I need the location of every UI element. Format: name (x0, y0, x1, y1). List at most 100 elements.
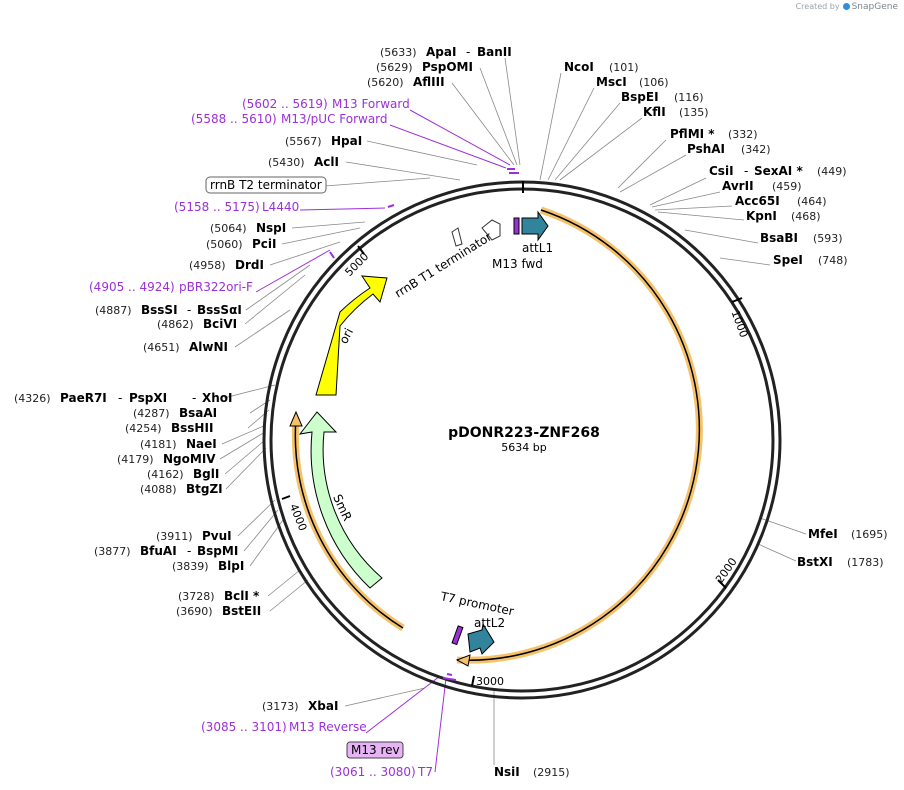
site-pos: (3173) (262, 700, 299, 713)
site-label: HpaI (331, 134, 362, 148)
site-pos: (593) (813, 232, 843, 245)
site-label: BlpI (218, 559, 244, 573)
primer-range: (5158 .. 5175) (174, 200, 260, 214)
site-pos: (3911) (156, 530, 193, 543)
site-label: NaeI (186, 437, 217, 451)
primer-label: L4440 (262, 200, 299, 214)
t7-promoter-label: T7 promoter (438, 589, 515, 618)
site-label: ApaI (426, 45, 456, 59)
site-pos: (135) (679, 106, 709, 119)
primer-range: (4905 .. 4924) (89, 280, 175, 294)
site-sep: - (187, 303, 191, 317)
orf-arrowhead (455, 654, 471, 667)
attl1-arrow (521, 210, 549, 242)
site-pos: (106) (639, 76, 669, 89)
site-label: BciVI (203, 317, 237, 331)
primer-label: T7 (417, 765, 433, 779)
site-label: SexAI * (754, 164, 803, 178)
site-pos: (5633) (380, 46, 417, 59)
ori-arrow (315, 275, 388, 396)
site-pos: (4179) (117, 453, 154, 466)
site-sep: - (192, 391, 196, 405)
leader-lines (219, 57, 807, 765)
site-pos: (1695) (851, 528, 888, 541)
site-pos: (4088) (140, 483, 177, 496)
smr-arrow (298, 411, 383, 589)
tick-marks (281, 181, 743, 687)
snapgene-logo-icon (842, 3, 850, 10)
site-label: NcoI (564, 60, 594, 74)
site-label: BstXI (797, 555, 833, 569)
site-pos: (3728) (178, 590, 215, 603)
primer-range: (5588 .. 5610) (191, 112, 277, 126)
site-label: BsaAI (179, 406, 217, 420)
site-label: MfeI (808, 527, 838, 541)
site-sep: - (744, 164, 748, 178)
site-pos: (5629) (376, 61, 413, 74)
site-pos: (4181) (140, 438, 177, 451)
site-pos: (468) (791, 210, 821, 223)
site-pos: (4862) (157, 318, 194, 331)
site-pos: (1783) (847, 556, 884, 569)
site-pos: (5430) (268, 156, 305, 169)
site-label: AlwNI (189, 340, 228, 354)
site-sep: - (466, 45, 470, 59)
site-pos: (459) (772, 180, 802, 193)
site-label: PspXI (129, 391, 167, 405)
site-pos: (5060) (206, 238, 243, 251)
site-label: SpeI (773, 253, 803, 267)
site-label: DrdI (235, 258, 264, 272)
site-pos: (4162) (147, 468, 184, 481)
primer-range: (3085 .. 3101) (201, 720, 287, 734)
site-pos: (3690) (176, 605, 213, 618)
site-label: BglI (193, 467, 219, 481)
primer-label: pBR322ori-F (179, 280, 253, 294)
attl1-label: attL1 (522, 241, 553, 255)
site-label: NspI (256, 221, 286, 235)
site-pos: (5064) (210, 222, 247, 235)
site-pos: (4958) (189, 259, 226, 272)
site-pos: (342) (741, 143, 771, 156)
site-label: PflMI * (670, 127, 715, 141)
site-label: CsiI (709, 164, 734, 178)
ori-label: ori (336, 326, 356, 346)
plasmid-length: 5634 bp (501, 441, 546, 454)
site-label: XhoI (202, 391, 233, 405)
site-pos: (4651) (143, 341, 180, 354)
site-label: NsiI (494, 765, 520, 779)
site-label: KflI (643, 105, 666, 119)
site-pos: (449) (817, 165, 847, 178)
attl2-label: attL2 (474, 616, 505, 630)
t7-promoter-feature (451, 625, 464, 646)
orf-arc-right-core (456, 209, 701, 662)
site-label: MscI (596, 75, 627, 89)
site-label: PspOMI (422, 60, 473, 74)
site-pos: (4326) (14, 392, 51, 405)
site-label: BssSαI (197, 303, 242, 317)
site-label: PciI (252, 237, 277, 251)
primer-label: M13/pUC Forward (281, 112, 388, 126)
m13rev-label: M13 rev (351, 743, 400, 757)
m13rev-box (346, 741, 404, 759)
primer-label: M13 Forward (332, 97, 410, 111)
primer-range: (3061 .. 3080) (330, 765, 416, 779)
primer-leaders (255, 109, 511, 773)
site-label: KpnI (746, 209, 777, 223)
site-pos: (748) (818, 254, 848, 267)
site-pos: (464) (797, 195, 827, 208)
primer-range: (5602 .. 5619) (242, 97, 328, 111)
site-label: PvuI (202, 529, 232, 543)
rrnb-t1-feature (481, 219, 501, 241)
site-pos: (332) (728, 128, 758, 141)
site-label: BfuAI (140, 544, 177, 558)
site-sep: - (118, 391, 122, 405)
site-label: BssSI (141, 303, 178, 317)
primer-marks (329, 168, 519, 681)
m13fwd-label: M13 fwd (492, 257, 543, 271)
site-label: BclI * (224, 589, 260, 603)
tick-label-5000: 5000 (342, 250, 371, 279)
rrnb-t2-label: rrnB T2 terminator (210, 178, 322, 192)
rrnb-t1-label: rrnB T1 terminator (392, 229, 494, 300)
